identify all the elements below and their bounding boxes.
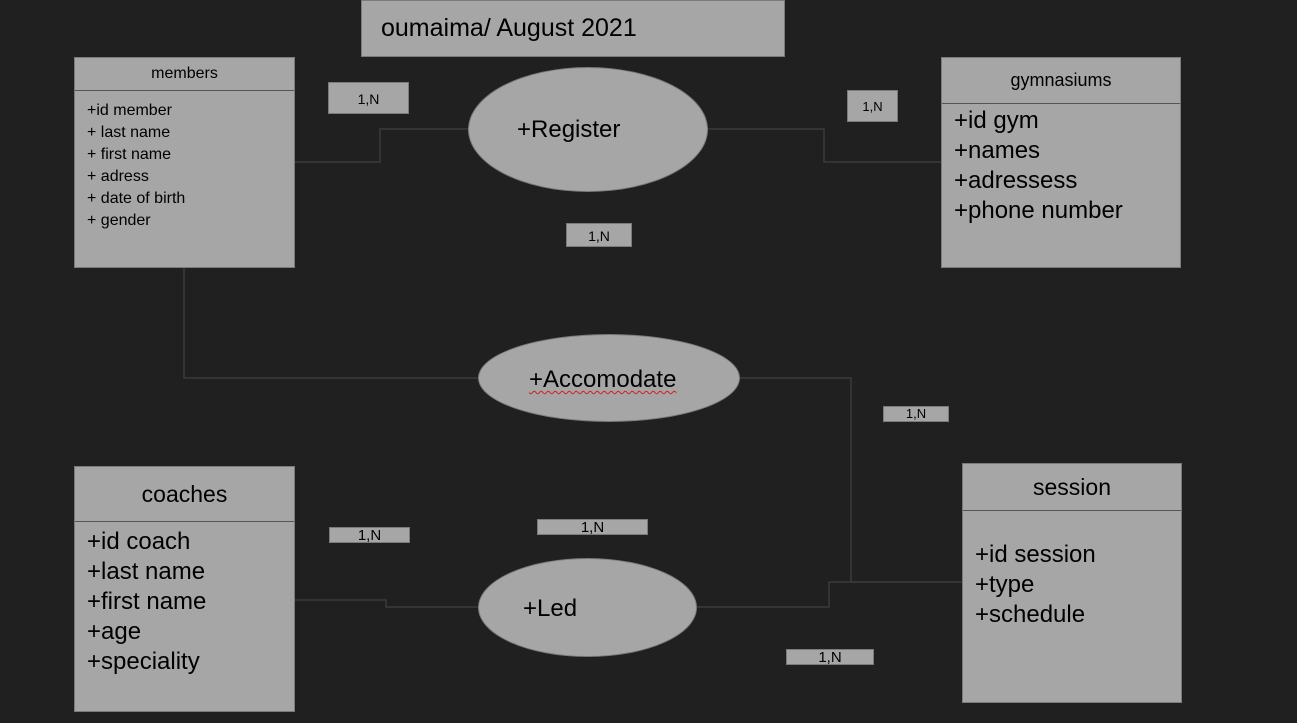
attribute: +id coach [87,528,191,555]
line-register-gymnasiums [708,128,941,163]
entity-coaches-attributes: +id coach +last name +first name +age +s… [87,527,206,677]
entity-session-attributes: +id session +type +schedule [975,540,1096,630]
line-led-session [697,581,962,608]
attribute: +type [975,571,1035,598]
cardinality-led-above: 1,N [537,519,648,536]
attribute: + gender [87,212,151,229]
attribute: + adress [87,168,149,185]
relationship-led[interactable]: +Led [478,558,697,657]
line-members-register [295,128,468,163]
attribute: + last name [87,124,171,141]
entity-gymnasiums-title: gymnasiums [942,58,1180,104]
entity-members-title: members [75,58,294,91]
cardinality-register-below: 1,N [566,223,632,247]
entity-coaches-title: coaches [75,467,294,522]
entity-session[interactable]: session +id session +type +schedule [962,463,1182,703]
attribute: +phone number [954,197,1123,224]
attribute: +id session [975,541,1096,568]
attribute: +schedule [975,601,1086,628]
diagram-title-box: oumaima/ August 2021 [361,0,785,57]
attribute: + date of birth [87,190,186,207]
diagram-title: oumaima/ August 2021 [381,14,637,42]
attribute: +last name [87,558,206,585]
cardinality-accomodate-session: 1,N [883,406,949,422]
line-members-accomodate [183,268,478,379]
relationship-register-label: +Register [517,116,621,143]
relationship-accomodate[interactable]: +Accomodate [478,334,740,422]
attribute: + first name [87,146,172,163]
attribute: +age [87,618,142,645]
cardinality-session-led: 1,N [786,649,874,666]
line-coaches-led [295,599,478,608]
entity-gymnasiums[interactable]: gymnasiums +id gym +names +adressess +ph… [941,57,1181,268]
attribute: +id gym [954,107,1039,134]
attribute: +speciality [87,648,200,675]
entity-members-attributes: +id member + last name + first name + ad… [87,100,185,232]
cardinality-members-register: 1,N [328,82,409,114]
relationship-register[interactable]: +Register [468,67,708,192]
cardinality-coaches-led: 1,N [329,527,410,544]
entity-members[interactable]: members +id member + last name + first n… [74,57,295,268]
relationship-accomodate-label: +Accomodate [529,366,677,393]
entity-coaches[interactable]: coaches +id coach +last name +first name… [74,466,295,712]
attribute: +adressess [954,167,1078,194]
attribute: +first name [87,588,207,615]
attribute: +id member [87,102,172,119]
entity-gymnasiums-attributes: +id gym +names +adressess +phone number [954,106,1123,226]
relationship-led-label: +Led [523,595,578,622]
attribute: +names [954,137,1041,164]
entity-session-title: session [963,464,1181,511]
cardinality-gym-register: 1,N [847,90,898,122]
